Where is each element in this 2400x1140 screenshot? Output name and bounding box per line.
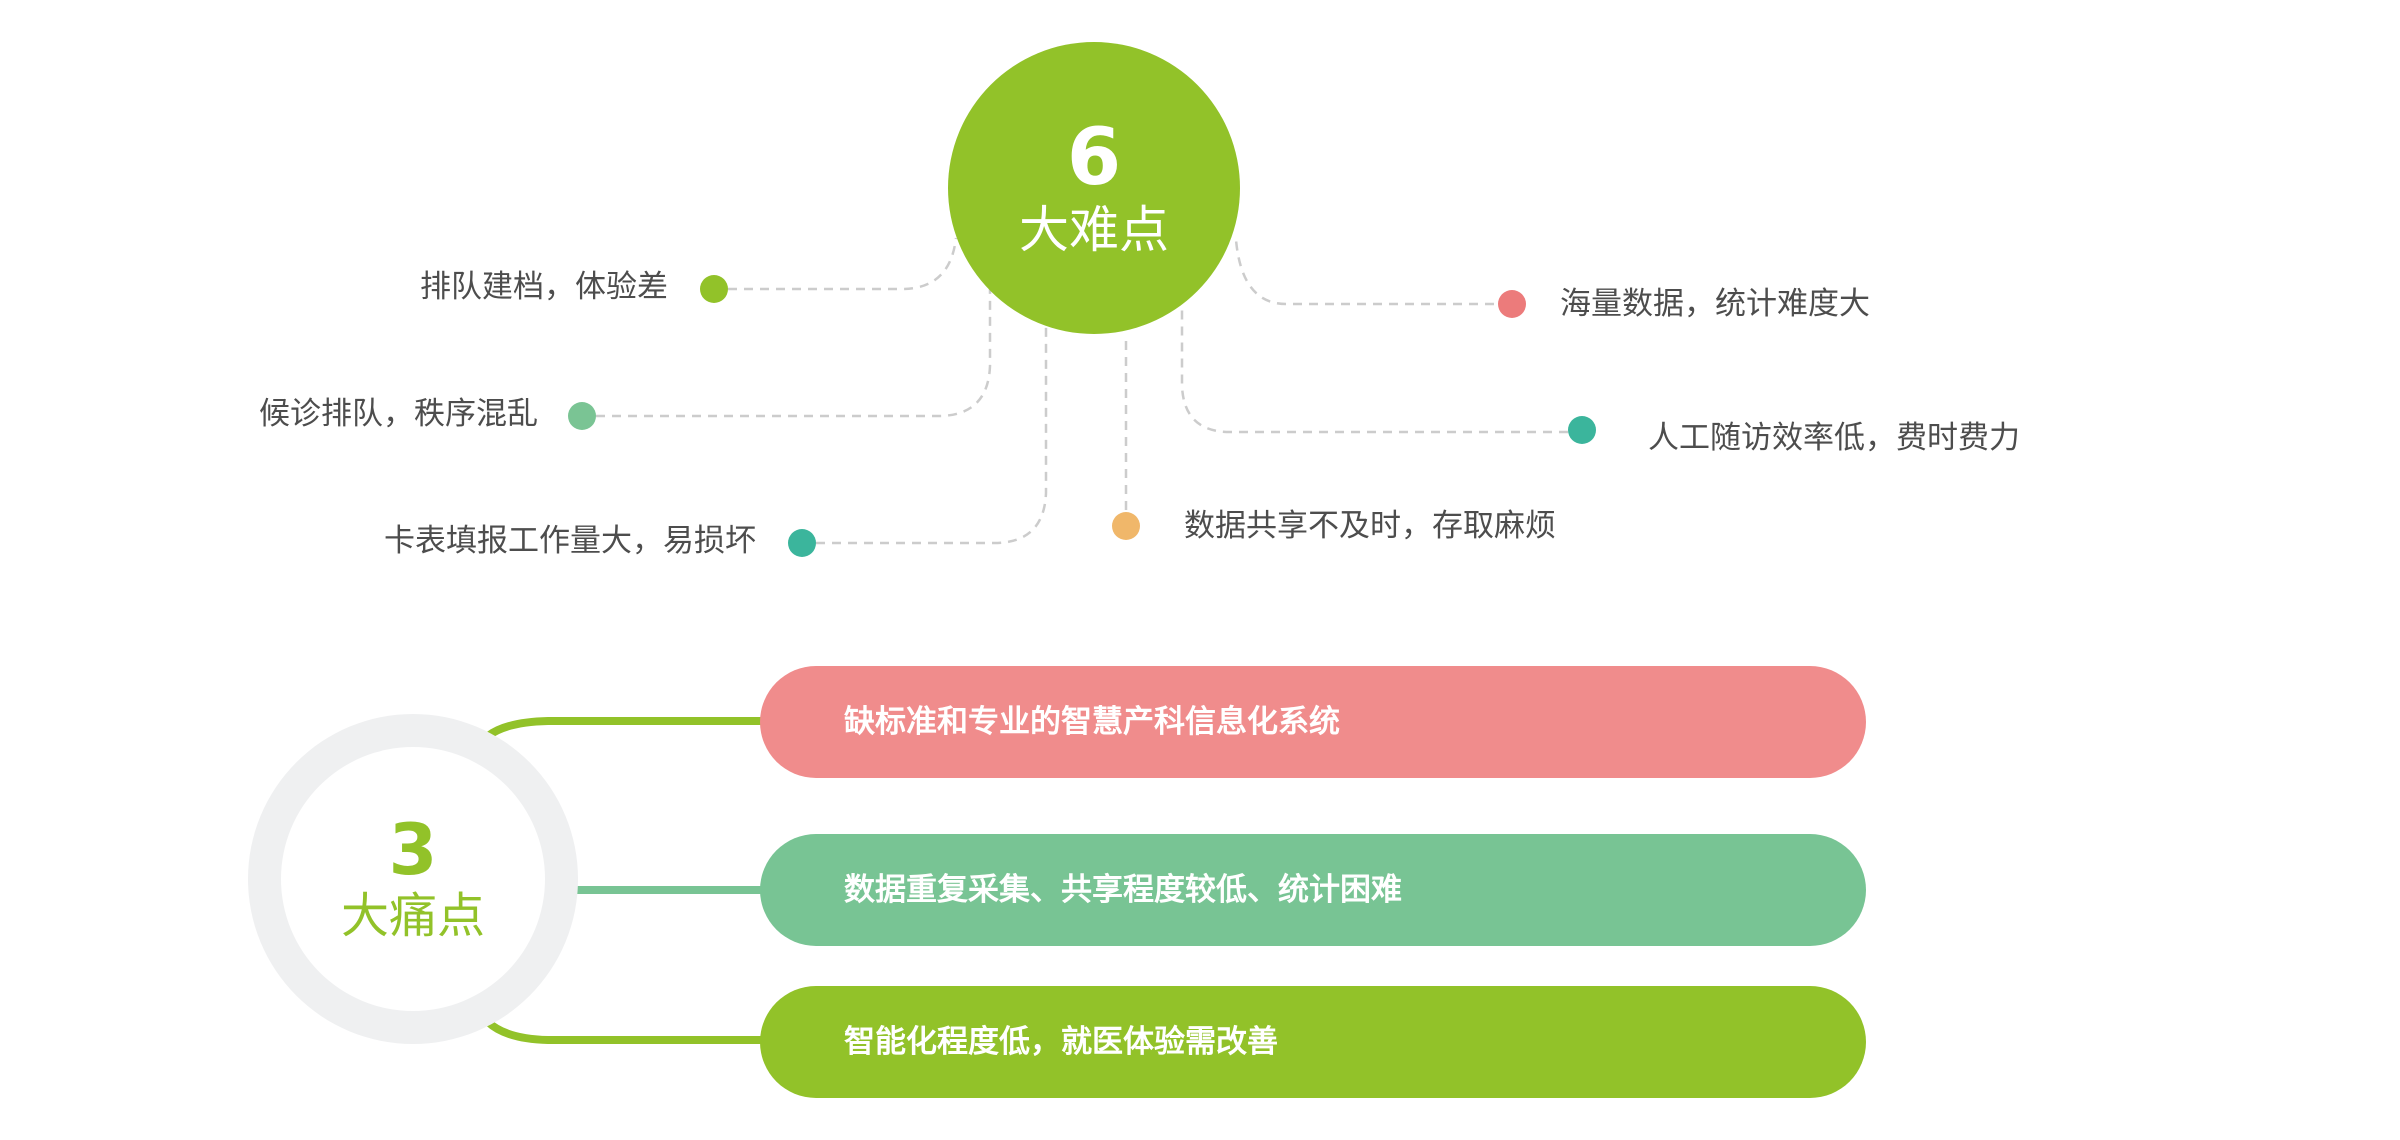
pain-points-label: 大痛点 [340,888,485,944]
pain-point-pill: 缺标准和专业的智慧产科信息化系统 [760,666,1866,778]
connector-line [800,324,1048,545]
difficulties-label: 大难点 [1019,201,1169,259]
bullet-dot [1498,290,1526,318]
bullet-dot [1568,416,1596,444]
pain-point-text: 数据重复采集、共享程度较低、统计困难 [844,872,1402,908]
difficulties-hub: 6 大难点 [948,42,1240,334]
bullet-dot [1112,512,1140,540]
difficulty-item: 排队建档，体验差 [420,269,668,305]
pain-points-count: 3 [388,809,438,891]
pain-points-hub: 3 大痛点 [248,714,578,1044]
difficulties-count: 6 [1066,113,1122,203]
connector-line [1180,308,1584,434]
connector-line [580,288,992,418]
pain-point-text: 智能化程度低，就医体验需改善 [844,1024,1278,1060]
pain-point-pill: 数据重复采集、共享程度较低、统计困难 [760,834,1866,946]
difficulty-item: 数据共享不及时，存取麻烦 [1184,508,1556,544]
bullet-dot [568,402,596,430]
connector-line [485,717,770,740]
difficulty-item: 人工随访效率低，费时费力 [1648,420,2020,456]
difficulty-item: 卡表填报工作量大，易损坏 [384,523,756,559]
pain-point-pill: 智能化程度低，就医体验需改善 [760,986,1866,1098]
connector-line [1234,239,1510,306]
difficulty-item: 海量数据，统计难度大 [1560,286,1870,322]
bullet-dot [788,529,816,557]
pain-point-text: 缺标准和专业的智慧产科信息化系统 [844,704,1340,740]
connector-line [485,1018,770,1044]
pain-points-hub-inner: 3 大痛点 [281,747,545,1011]
connector-line [712,237,958,291]
bullet-dot [700,275,728,303]
difficulty-item: 候诊排队，秩序混乱 [259,396,538,432]
